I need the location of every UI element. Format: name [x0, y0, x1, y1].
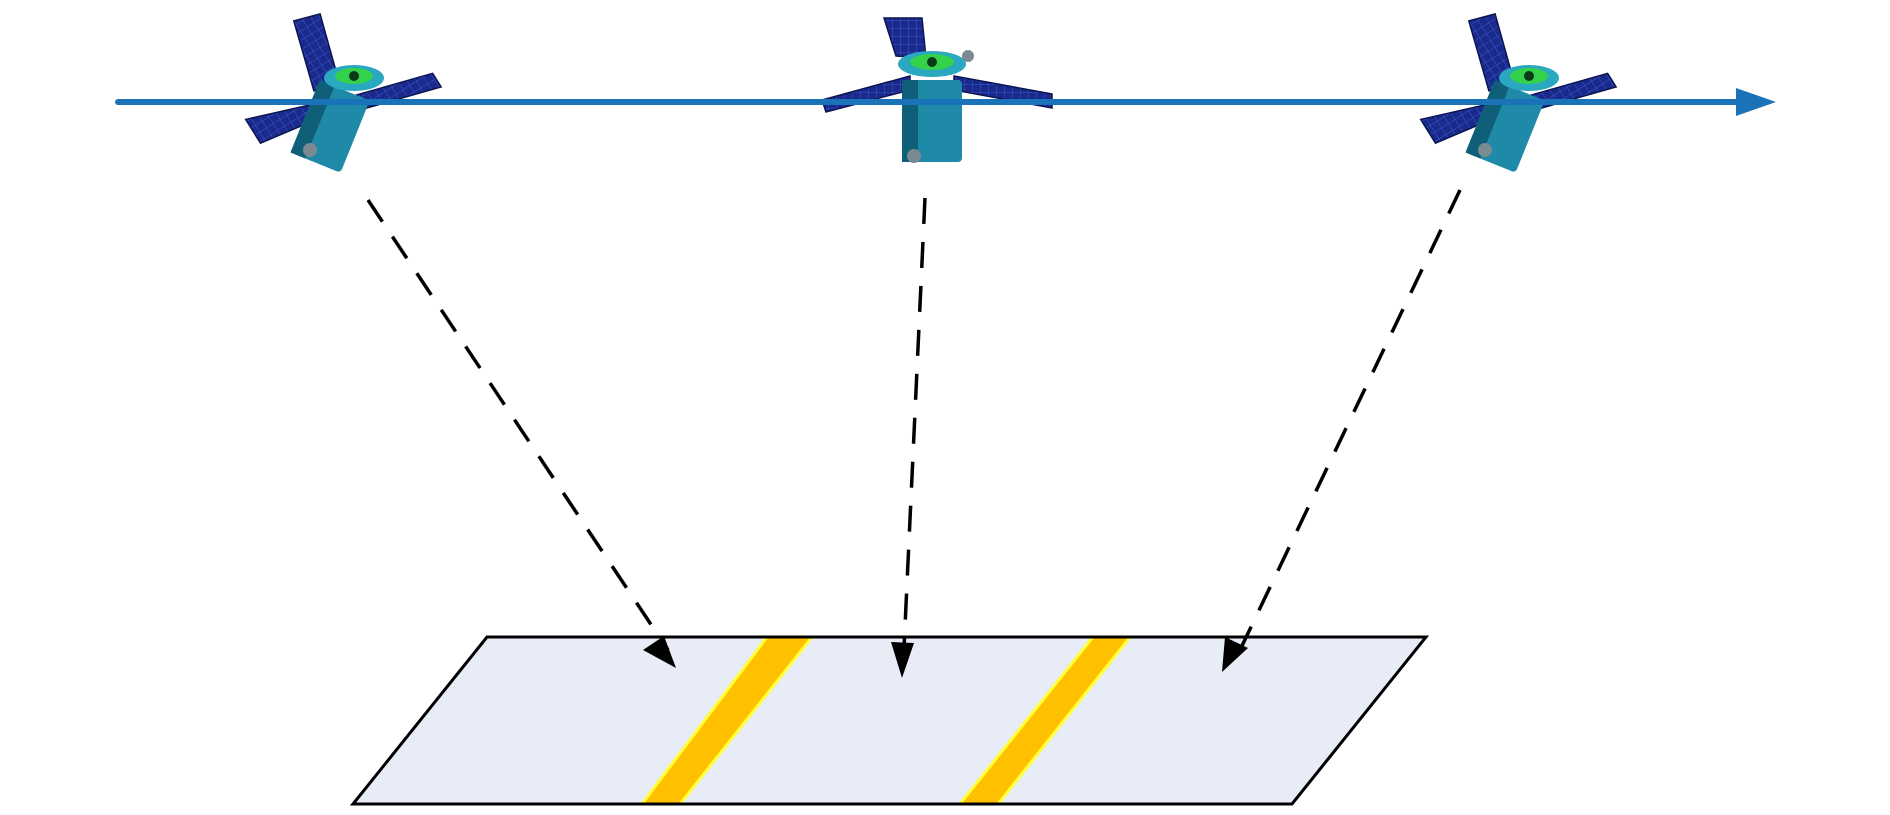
satellite-icon [1419, 13, 1618, 172]
satellite-icon [821, 17, 1053, 163]
beam-3-arrowhead [1222, 637, 1248, 672]
imaging-beams [366, 189, 1462, 678]
orbit-direction-arrow-icon [1736, 88, 1776, 116]
ground-swath [353, 637, 1426, 804]
beam-1 [366, 199, 670, 651]
beam-1-arrowhead [643, 636, 676, 668]
beam-3 [1238, 189, 1462, 651]
ground-outline [349, 635, 1430, 806]
satellite-icon [244, 13, 443, 172]
beam-2 [902, 197, 927, 649]
beam-2-arrowhead [891, 642, 914, 678]
orbit-track [115, 88, 1776, 116]
ground-strip [349, 635, 1430, 806]
